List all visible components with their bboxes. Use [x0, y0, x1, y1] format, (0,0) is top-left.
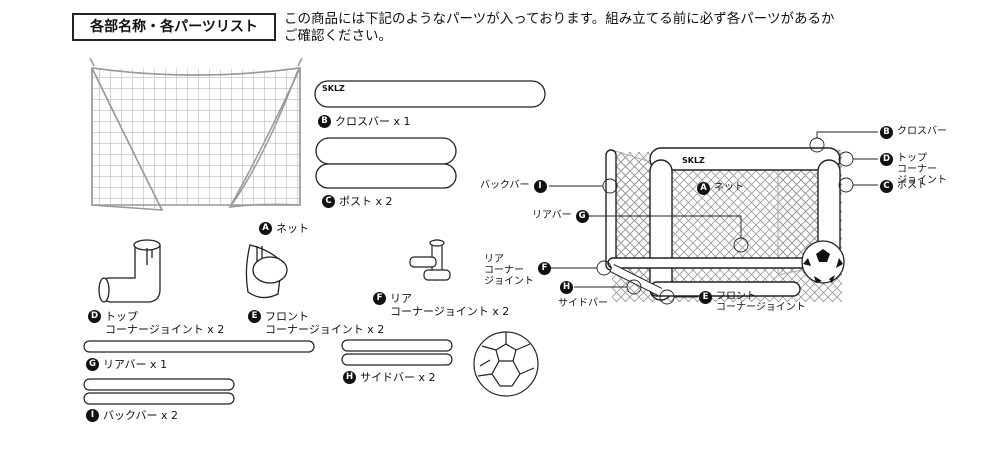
cross-bar-drawing: [314, 80, 546, 108]
net-part-drawing: [89, 57, 303, 211]
callout-back-bar: I バックバー: [480, 180, 547, 193]
badge-c: C: [322, 195, 335, 208]
post-drawing: [315, 137, 457, 189]
badge-e: E: [248, 310, 261, 323]
parts-label-cross-bar: B クロスバー x 1: [318, 115, 411, 128]
callout-front-corner: E フロント コーナージョイント: [699, 291, 806, 313]
callout-top-corner: D トップ コーナー ジョイント: [880, 153, 947, 186]
callout-rear-corner: F リア コーナー ジョイント: [484, 254, 551, 287]
parts-label-top-corner: D トップ コーナージョイント x 2: [88, 310, 224, 336]
parts-label-net: A ネット: [259, 222, 309, 235]
callout-rear-bar: G リアバー: [532, 210, 589, 223]
badge-h: H: [343, 371, 356, 384]
badge-g: G: [86, 358, 99, 371]
callout-side-bar: H: [560, 281, 573, 294]
callout-leaders: [548, 131, 878, 305]
page-title: 各部名称・各パーツリスト: [72, 13, 276, 41]
cross-bar-brand: SKLZ: [322, 84, 345, 93]
ball-outline-drawing: [473, 331, 539, 397]
rear-corner-joint-drawing: [409, 239, 451, 281]
parts-label-front-corner: E フロント コーナージョイント x 2: [248, 310, 384, 336]
front-corner-joint-drawing: [245, 244, 288, 299]
callout-cross-bar: B クロスバー: [880, 126, 947, 139]
badge-a: A: [259, 222, 272, 235]
callout-post: C ポスト: [880, 180, 927, 193]
callout-side-bar-label: サイドバー: [558, 298, 608, 309]
badge-b: B: [318, 115, 331, 128]
top-corner-joint-drawing: [98, 239, 161, 303]
badge-d: D: [88, 310, 101, 323]
parts-label-rear-bar: G リアバー x 1: [86, 358, 167, 371]
rear-bar-drawing: [83, 340, 315, 353]
side-bar-drawing: [341, 339, 453, 366]
back-bar-drawing: [83, 378, 235, 405]
intro-text: この商品には下記のようなパーツが入っております。組み立てる前に必ず各パーツがある…: [284, 11, 835, 44]
callout-net: A ネット: [697, 182, 744, 195]
goal-brand-logo: SKLZ: [682, 156, 705, 165]
assembled-goal-drawing: SKLZ: [605, 147, 845, 302]
parts-label-back-bar: I バックバー x 2: [86, 409, 178, 422]
parts-label-side-bar: H サイドバー x 2: [343, 371, 436, 384]
badge-i: I: [86, 409, 99, 422]
parts-label-post: C ポスト x 2: [322, 195, 393, 208]
badge-f: F: [373, 292, 386, 305]
parts-label-rear-corner: F リア コーナージョイント x 2: [373, 292, 509, 318]
